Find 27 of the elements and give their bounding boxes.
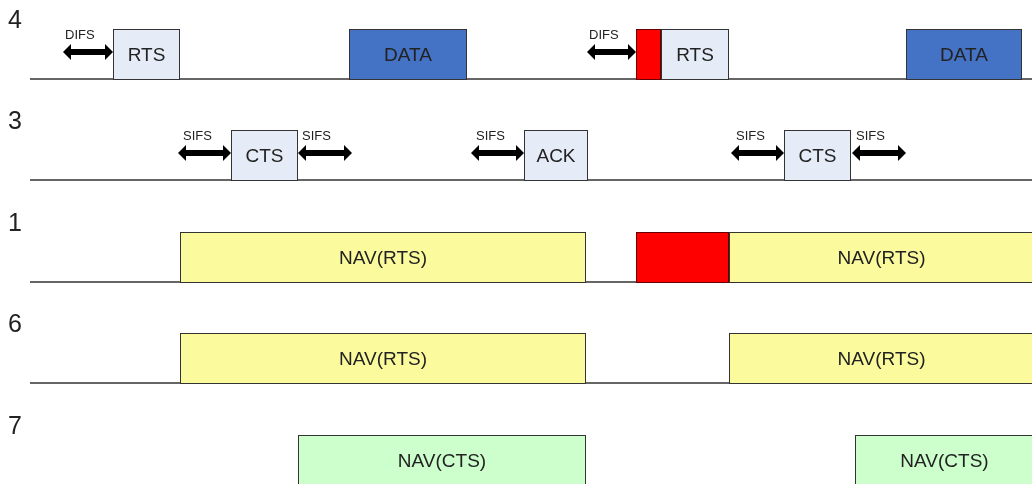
nav-bar: NAV(RTS) <box>180 232 586 283</box>
station-number: 7 <box>8 411 22 440</box>
nav-bar: NAV(RTS) <box>729 232 1032 283</box>
data-frame-box: DATA <box>349 29 467 80</box>
station-number: 4 <box>8 5 22 34</box>
collision-block <box>636 232 729 283</box>
interval-label: SIFS <box>183 128 212 143</box>
interval-label: SIFS <box>736 128 765 143</box>
station-number: 3 <box>8 106 22 135</box>
nav-bar: NAV(CTS) <box>855 435 1032 484</box>
interval-label: SIFS <box>856 128 885 143</box>
interval-label: DIFS <box>589 27 619 42</box>
interval-label: SIFS <box>476 128 505 143</box>
frame-box: CTS <box>784 130 851 181</box>
frame-box: CTS <box>231 130 298 181</box>
station-number: 6 <box>8 309 22 338</box>
data-frame-box: DATA <box>906 29 1022 80</box>
nav-bar: NAV(RTS) <box>729 333 1032 384</box>
station-number: 1 <box>8 208 22 237</box>
interval-label: DIFS <box>65 27 95 42</box>
frame-box: RTS <box>661 29 729 80</box>
frame-box: RTS <box>113 29 180 80</box>
frame-box: ACK <box>524 130 588 181</box>
nav-bar: NAV(CTS) <box>298 435 586 484</box>
nav-bar: NAV(RTS) <box>180 333 586 384</box>
interval-label: SIFS <box>302 128 331 143</box>
collision-block <box>636 29 661 80</box>
